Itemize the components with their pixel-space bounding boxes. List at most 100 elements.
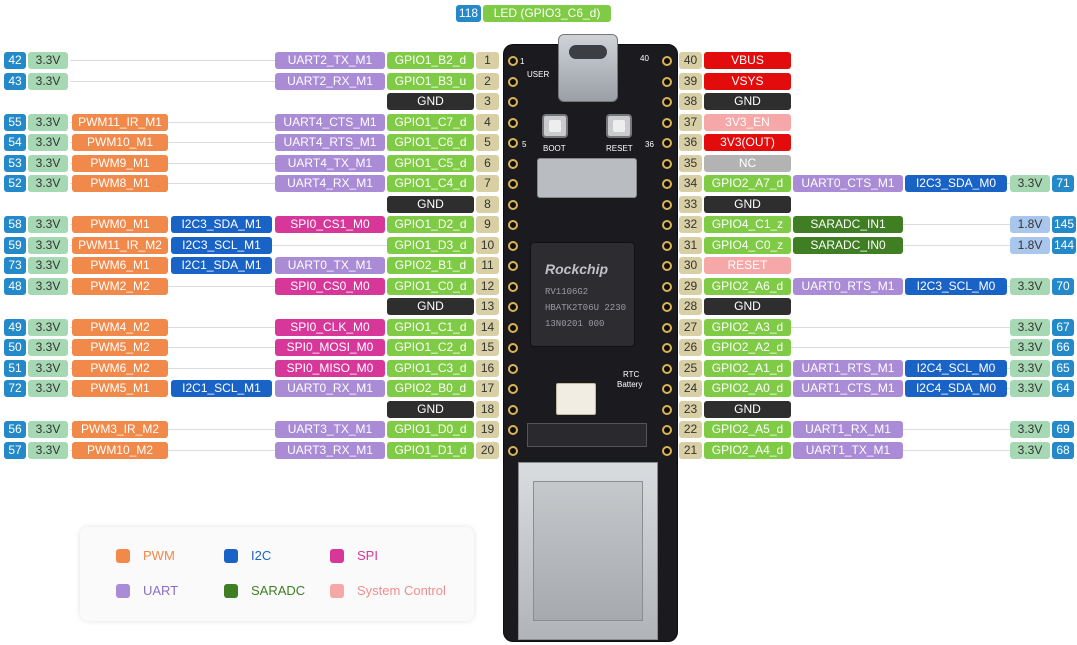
- header-hole: [662, 240, 672, 251]
- header-hole: [662, 179, 672, 189]
- pin-number-29: 29: [679, 277, 702, 295]
- header-hole: [508, 322, 518, 333]
- voltage-label: 1.8V: [1010, 236, 1050, 254]
- pin-number-21: 21: [679, 441, 702, 459]
- gpio-label: GPIO1_D3_d: [387, 236, 474, 254]
- header-hole: [508, 56, 518, 66]
- pin-number-4: 4: [476, 113, 499, 131]
- gpio-number: 67: [1052, 318, 1074, 336]
- header-hole: [662, 138, 672, 148]
- gpio-label: GPIO1_C6_d: [387, 134, 474, 151]
- voltage-label: 3.3V: [1010, 277, 1050, 295]
- legend-label: System Control: [357, 583, 446, 598]
- header-hole: [662, 199, 672, 210]
- gpio-label: GPIO2_A5_d: [704, 421, 791, 438]
- guide-line: [70, 367, 72, 369]
- pin-number-36: 36: [679, 134, 702, 151]
- gnd-label: GND: [387, 93, 474, 110]
- voltage-label: 3.3V: [28, 318, 68, 336]
- i2c-label: I2C1_SDA_M1: [171, 257, 272, 274]
- pwm-label: PWM9_M1: [72, 154, 168, 172]
- pin-number-23: 23: [679, 400, 702, 418]
- pwm-label: PWM8_M1: [72, 175, 168, 192]
- uart-label: UART4_TX_M1: [275, 154, 385, 172]
- gpio-number: 145: [1052, 216, 1076, 233]
- battery-silk: Battery: [617, 380, 643, 389]
- legend-label: UART: [143, 583, 179, 598]
- legend-label: I2C: [251, 548, 272, 563]
- guide-line: [70, 429, 72, 430]
- voltage-label: 3.3V: [28, 277, 68, 295]
- ethernet-port: [518, 462, 658, 640]
- header-hole: [662, 97, 672, 107]
- gpio-label: GPIO1_C5_d: [387, 154, 474, 172]
- gpio-number: 65: [1052, 359, 1074, 377]
- gpio-label: GPIO1_C0_d: [387, 277, 474, 295]
- pwm-label: PWM4_M2: [72, 318, 168, 336]
- spi-label: SPI0_MISO_M0: [275, 359, 385, 377]
- guide-line: [70, 162, 72, 164]
- gpio-number: 55: [4, 113, 26, 131]
- header-hole: [508, 343, 518, 353]
- uart-label: UART4_RX_M1: [275, 175, 385, 192]
- guide-line: [70, 80, 275, 82]
- chip-line-2: HBATK2T06U 2230: [545, 303, 627, 313]
- header-hole: [508, 179, 518, 189]
- pin-number-33: 33: [679, 195, 702, 213]
- reset-silk: RESET: [606, 144, 633, 153]
- chip-line-1: RV1106G2: [545, 287, 589, 297]
- header-hole: [508, 281, 518, 292]
- silk-pin-36: 36: [645, 140, 654, 149]
- gpio-number: 73: [4, 257, 26, 274]
- pin-number-37: 37: [679, 113, 702, 131]
- voltage-label: 3.3V: [28, 175, 68, 192]
- pwm-label: PWM2_M2: [72, 277, 168, 295]
- system-control-label: 3V3_EN: [704, 113, 791, 131]
- uart-label: UART4_CTS_M1: [275, 113, 385, 131]
- guide-line: [168, 326, 275, 328]
- header-hole: [508, 363, 518, 374]
- pwm-label: PWM10_M2: [72, 441, 168, 459]
- pin-number-26: 26: [679, 339, 702, 356]
- gpio-number: 64: [1052, 380, 1074, 397]
- voltage-label: 3.3V: [28, 236, 68, 254]
- pin-number-6: 6: [476, 154, 499, 172]
- gpio-label: GPIO1_D2_d: [387, 216, 474, 233]
- header-hole: [662, 117, 672, 128]
- rtc-silk: RTC: [623, 370, 640, 379]
- header-hole: [662, 302, 672, 312]
- header-hole: [662, 281, 672, 292]
- header-hole: [662, 425, 672, 435]
- voltage-label: 3.3V: [28, 154, 68, 172]
- voltage-label: 3.3V: [1010, 175, 1050, 192]
- gpio-label: GPIO2_A4_d: [704, 441, 791, 459]
- reset-button: [606, 114, 632, 138]
- gpio-number: 48: [4, 277, 26, 295]
- guide-line: [70, 265, 72, 266]
- gpio-number: 50: [4, 339, 26, 356]
- boot-button: [542, 114, 568, 138]
- gpio-number: 42: [4, 52, 26, 69]
- guide-line: [70, 244, 72, 246]
- pin-number-16: 16: [476, 359, 499, 377]
- guide-line: [168, 367, 275, 369]
- pin-number-8: 8: [476, 195, 499, 213]
- guide-line: [1007, 367, 1010, 369]
- soc-chip: Rockchip RV1106G2 HBATK2T06U 2230 13N020…: [530, 242, 635, 347]
- gpio-label: GPIO1_C3_d: [387, 359, 474, 377]
- voltage-label: 3.3V: [1010, 380, 1050, 397]
- led-gpio-number: 118: [456, 5, 481, 22]
- chip-line-3: 13N0201 000: [545, 319, 605, 329]
- pin-number-38: 38: [679, 93, 702, 110]
- i2c-label: I2C1_SCL_M1: [171, 380, 272, 397]
- guide-line: [168, 162, 275, 164]
- gpio-label: GPIO2_A7_d: [704, 175, 791, 192]
- pwm-label: PWM5_M1: [72, 380, 168, 397]
- header-hole: [662, 158, 672, 169]
- voltage-label: 3.3V: [28, 359, 68, 377]
- pin-number-5: 5: [476, 134, 499, 151]
- pin-number-22: 22: [679, 421, 702, 438]
- pwm-label: PWM10_M1: [72, 134, 168, 151]
- voltage-label: 3.3V: [1010, 318, 1050, 336]
